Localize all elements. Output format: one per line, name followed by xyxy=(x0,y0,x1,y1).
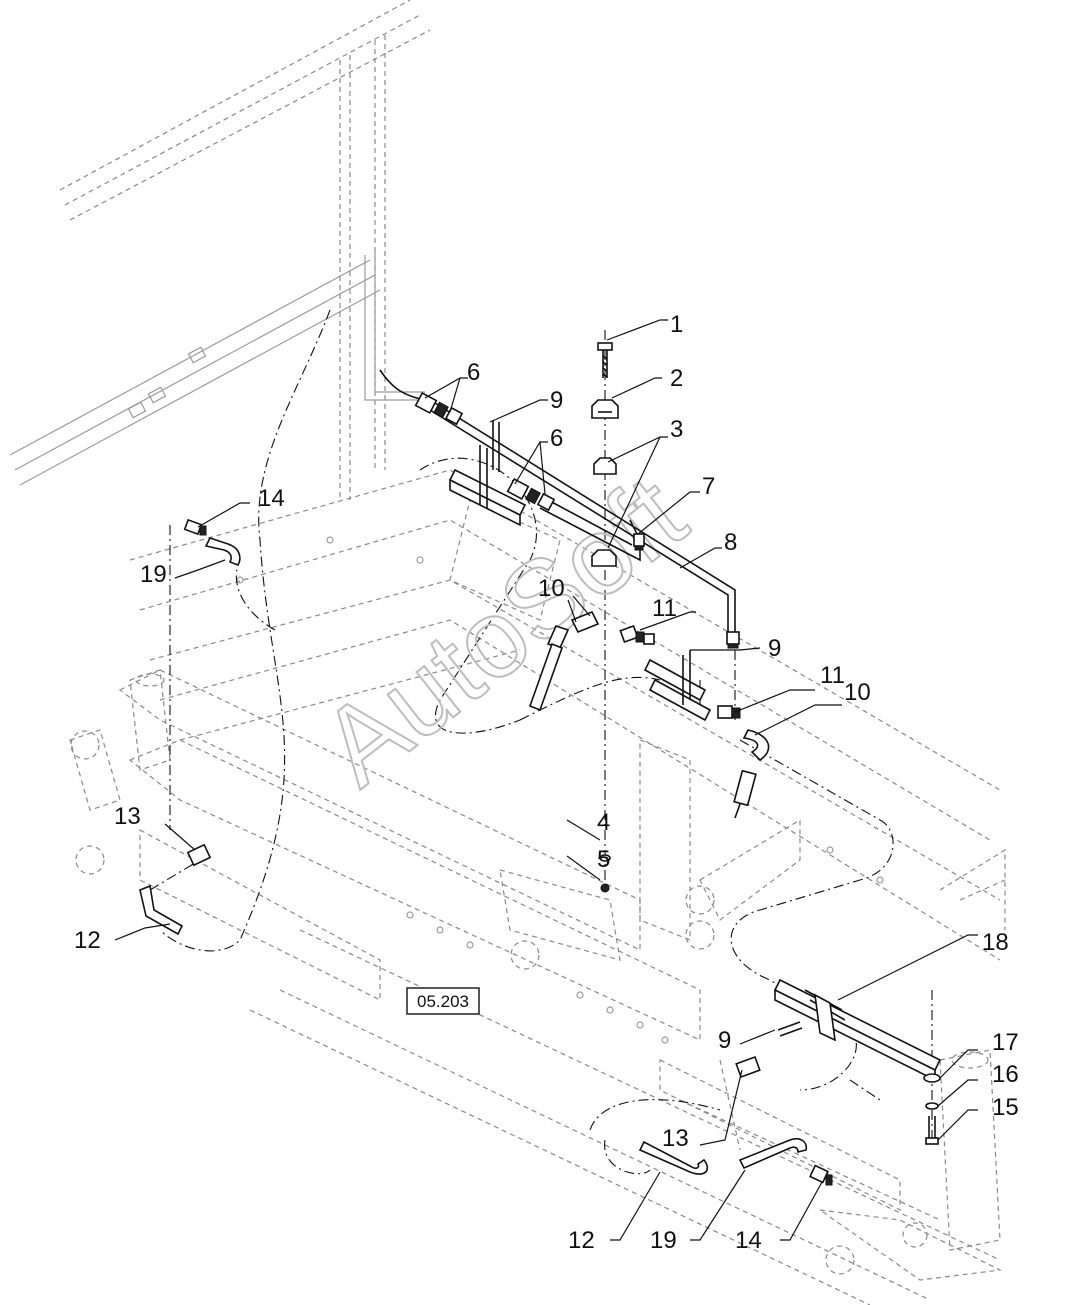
washer-4 xyxy=(599,854,611,862)
callout-11-left: 11 xyxy=(652,595,677,622)
callout-9-middle: 9 xyxy=(768,635,781,662)
union-fittings-upper xyxy=(414,391,464,426)
callout-16: 16 xyxy=(992,1061,1019,1088)
callout-9-lower: 9 xyxy=(718,1027,731,1054)
hose-assembly-right xyxy=(643,650,770,819)
leader-lines xyxy=(114,319,978,1241)
elbow-19-left xyxy=(204,537,241,566)
washer-17 xyxy=(923,1073,941,1083)
fitting-14-left xyxy=(183,518,207,536)
clamp-half-3-lower xyxy=(591,549,617,567)
adapter-13-left xyxy=(186,843,212,867)
callout-12-right: 12 xyxy=(568,1227,595,1254)
callout-13-left: 13 xyxy=(114,803,141,830)
callout-labels: 1 2 3 4 5 6 6 7 8 9 9 9 10 10 11 11 12 1… xyxy=(74,311,1019,1254)
callout-15: 15 xyxy=(992,1094,1019,1121)
nut-5 xyxy=(600,883,610,893)
callout-14-right: 14 xyxy=(735,1227,762,1254)
callout-19-left: 19 xyxy=(140,561,167,588)
bolt-15 xyxy=(925,1116,939,1145)
callout-7: 7 xyxy=(702,473,715,500)
callout-4: 4 xyxy=(597,809,610,836)
elbow-19-right xyxy=(738,1137,808,1170)
callout-6-lower: 6 xyxy=(550,425,563,452)
bracket-18 xyxy=(773,978,942,1082)
clamp-bracket-upper xyxy=(448,420,527,527)
callout-17: 17 xyxy=(992,1029,1019,1056)
clamp-half-3-upper xyxy=(593,457,617,475)
clamp-2 xyxy=(591,399,619,419)
reference-label: 05.203 xyxy=(417,992,469,1011)
callout-2: 2 xyxy=(670,365,683,392)
callout-13-right: 13 xyxy=(662,1125,689,1152)
frame-holes xyxy=(236,536,884,1044)
rigid-pipe-assembly xyxy=(379,369,736,640)
callout-8: 8 xyxy=(724,529,737,556)
callout-9-upper: 9 xyxy=(550,387,563,414)
elbow-12-right xyxy=(638,1140,709,1175)
hose-assembly-left xyxy=(528,610,655,712)
callout-12-left: 12 xyxy=(74,927,101,954)
elbow-12-left xyxy=(139,884,184,936)
callout-1: 1 xyxy=(670,311,683,338)
hose-routing xyxy=(159,309,894,1175)
bolt-9-lower xyxy=(777,1021,803,1037)
callout-11-right: 11 xyxy=(820,662,845,689)
callout-19-right: 19 xyxy=(650,1227,677,1254)
pipe-end-fitting-7 xyxy=(633,533,645,551)
fitting-14-right xyxy=(809,1164,833,1186)
callout-10-left: 10 xyxy=(538,575,565,602)
callout-5: 5 xyxy=(597,846,610,873)
callout-10-right: 10 xyxy=(844,679,871,706)
pipe-end-fitting-8 xyxy=(726,631,740,649)
adapter-13-right xyxy=(735,1055,761,1079)
washer-16 xyxy=(925,1102,939,1110)
callout-6-upper: 6 xyxy=(467,359,480,386)
callout-3: 3 xyxy=(670,416,683,443)
callout-18: 18 xyxy=(982,929,1009,956)
callout-14-left: 14 xyxy=(258,485,285,512)
union-fittings-lower xyxy=(506,477,556,512)
reference-box[interactable]: 05.203 xyxy=(406,987,480,1015)
bolt-1 xyxy=(597,342,613,378)
